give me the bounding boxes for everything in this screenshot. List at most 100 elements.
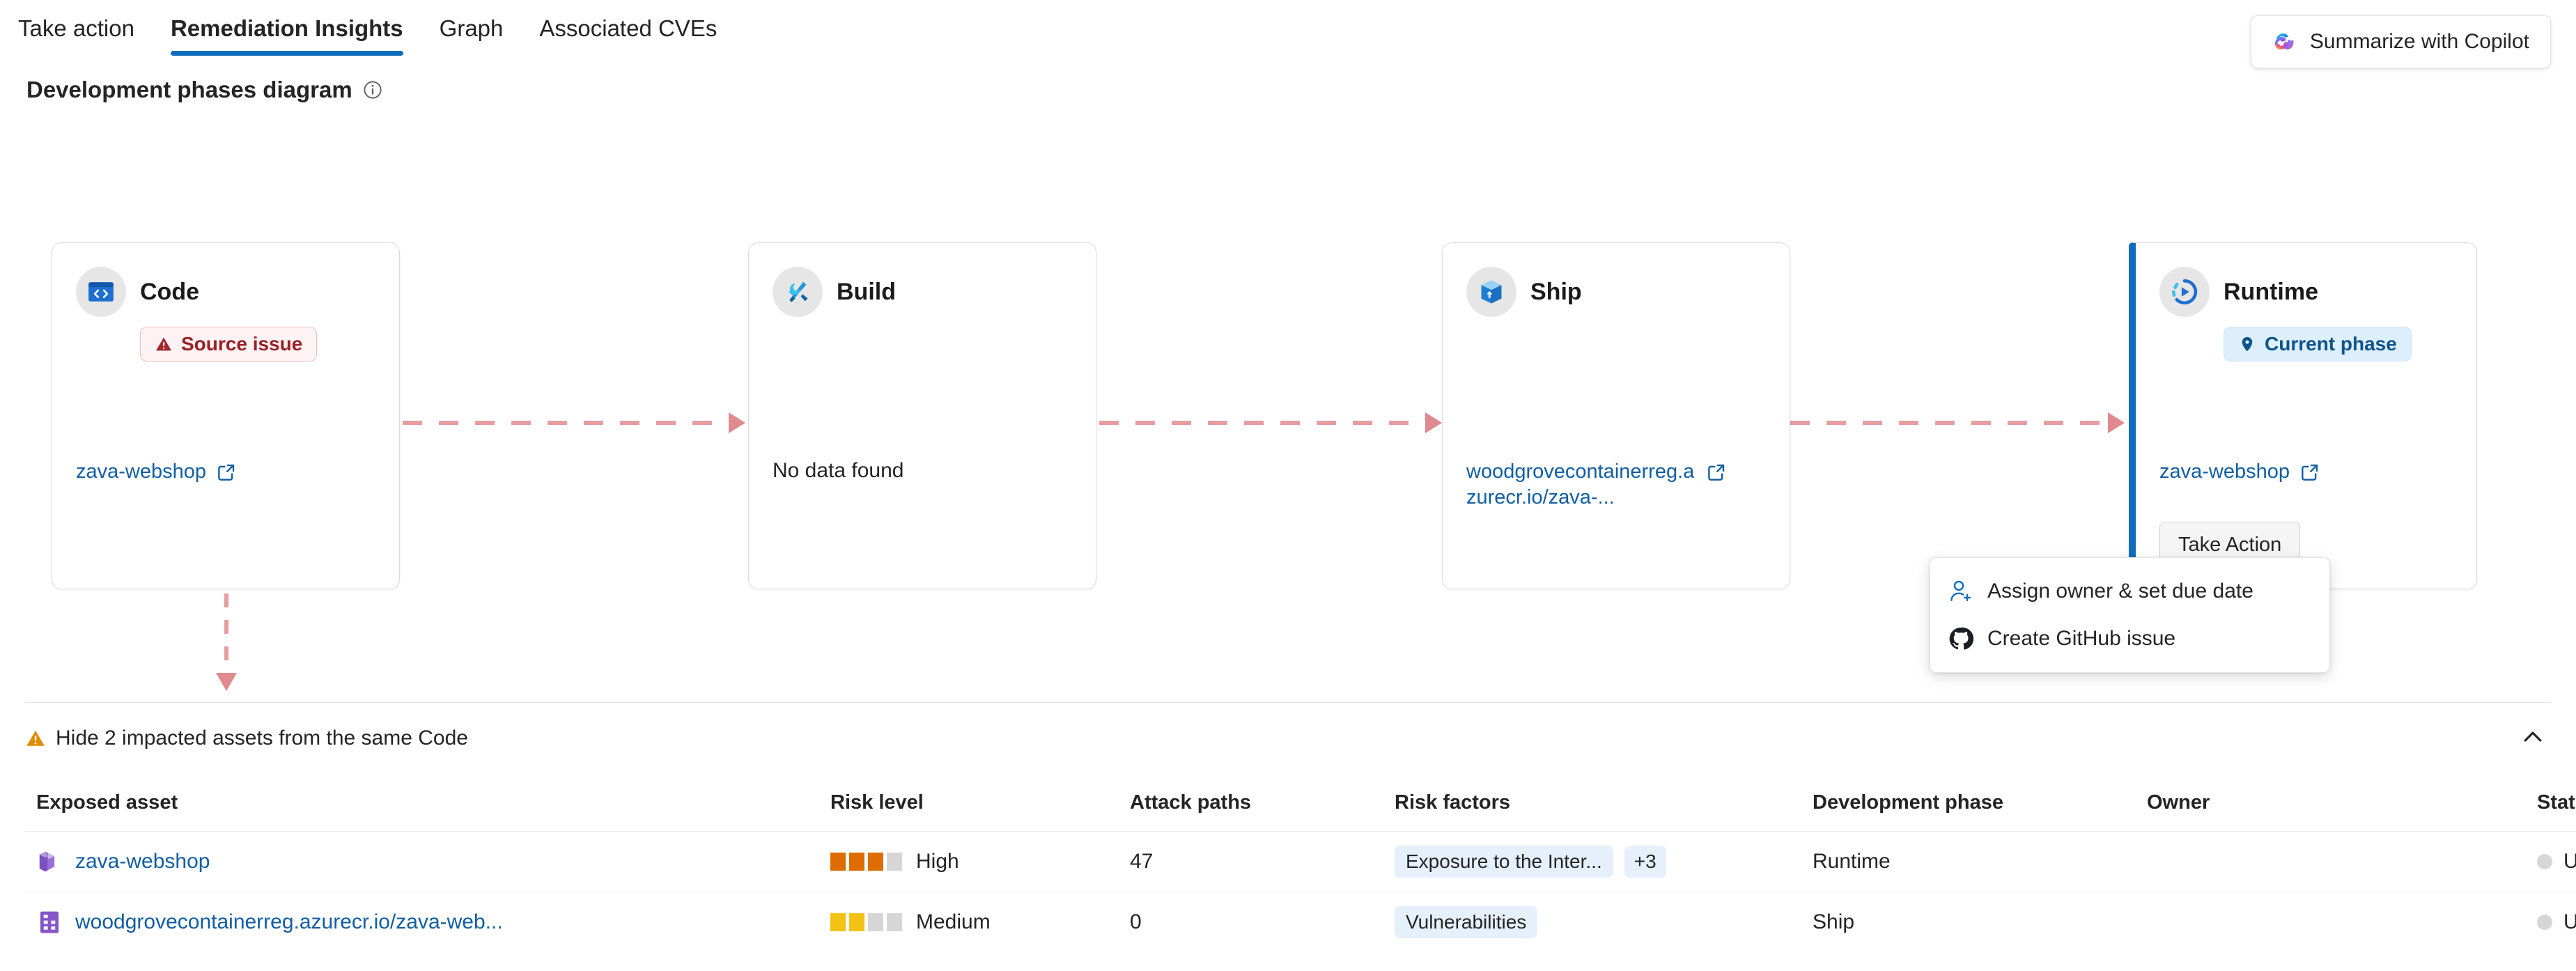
phase-link-ship[interactable]: woodgrovecontainerreg.azurecr.io/zava-..… — [1466, 459, 1766, 511]
impacted-assets-table: Exposed asset Risk level Attack paths Ri… — [25, 786, 2576, 952]
phase-name-runtime: Runtime — [2224, 278, 2318, 305]
cube-purple-icon — [39, 851, 55, 872]
cell-status: Unassigned — [2526, 892, 2576, 952]
cell-exposed-asset: zava-webshop — [25, 831, 819, 892]
menu-item-create-github-issue[interactable]: Create GitHub issue — [1930, 615, 2329, 662]
phase-header-code: Code — [76, 267, 375, 317]
phase-name-ship: Ship — [1530, 278, 1582, 305]
tab-take-action[interactable]: Take action — [18, 15, 134, 41]
menu-item-create-github-issue-label: Create GitHub issue — [1987, 627, 2176, 650]
phase-link-text-ship: woodgrovecontainerreg.azurecr.io/zava-..… — [1466, 460, 1695, 509]
tab-strip: Take action Remediation Insights Graph A… — [0, 0, 2576, 57]
phase-link-text-runtime: zava-webshop — [2159, 460, 2290, 483]
asset-link[interactable]: zava-webshop — [75, 850, 210, 873]
cell-owner — [2136, 831, 2526, 892]
development-phases-diagram: Code Source issue zava-webshop — [52, 242, 2477, 691]
column-header-exposed-asset[interactable]: Exposed asset — [36, 791, 178, 814]
cell-development-phase: Ship — [1801, 892, 2136, 952]
summarize-with-copilot-button[interactable]: Summarize with Copilot — [2250, 15, 2551, 68]
take-action-context-menu: Assign owner & set due date Create GitHu… — [1930, 557, 2330, 673]
copilot-label: Summarize with Copilot — [2309, 30, 2529, 53]
tab-associated-cves[interactable]: Associated CVEs — [539, 15, 717, 41]
status-badge: Unassigned — [2563, 910, 2576, 933]
code-window-icon — [76, 267, 126, 317]
external-link-icon — [218, 464, 235, 481]
source-issue-label: Source issue — [181, 333, 303, 355]
phase-name-code: Code — [140, 278, 199, 305]
table-row[interactable]: zava-webshop High 47 Exposure to the Int… — [25, 831, 2576, 892]
connector-line — [1790, 421, 2109, 425]
risk-level-label: High — [916, 850, 959, 873]
phase-card-code[interactable]: Code Source issue zava-webshop — [52, 242, 400, 589]
warning-triangle-icon — [155, 337, 172, 351]
person-add-icon — [1950, 580, 1971, 602]
external-link-icon — [2302, 464, 2318, 481]
tab-graph[interactable]: Graph — [439, 15, 504, 41]
connector-line — [1099, 421, 1427, 425]
phase-badge-row-runtime: Current phase — [2159, 327, 2453, 362]
connector-line-vertical — [224, 593, 228, 673]
status-badge-source-issue: Source issue — [140, 327, 318, 362]
runtime-play-icon — [2159, 267, 2210, 317]
column-header-attack-paths[interactable]: Attack paths — [1130, 791, 1252, 814]
connector-code-to-assets — [216, 593, 237, 691]
cell-exposed-asset: woodgrovecontainerreg.azurecr.io/zava-we… — [25, 892, 819, 952]
column-header-status[interactable]: Status — [2537, 791, 2576, 814]
impacted-assets-header: Hide 2 impacted assets from the same Cod… — [25, 717, 2551, 759]
risk-level-bars — [830, 913, 902, 931]
hide-impacted-assets-label: Hide 2 impacted assets from the same Cod… — [56, 727, 468, 749]
phase-name-build: Build — [837, 278, 896, 305]
cell-attack-paths: 0 — [1119, 892, 1383, 952]
connector-line — [403, 421, 730, 425]
cell-risk-level: Medium — [819, 892, 1119, 952]
risk-factor-pill[interactable]: Exposure to the Inter... — [1395, 846, 1613, 878]
assets-section-divider — [25, 702, 2551, 703]
phase-header-build: Build — [773, 267, 1072, 317]
cell-risk-level: High — [819, 831, 1119, 892]
cell-risk-factors: Exposure to the Inter... +3 — [1383, 831, 1801, 892]
cell-status: Unassigned — [2526, 831, 2576, 892]
table-header-row: Exposed asset Risk level Attack paths Ri… — [25, 786, 2576, 832]
external-link-icon — [1708, 464, 1725, 481]
phase-link-code[interactable]: zava-webshop — [76, 459, 375, 485]
risk-level-label: Medium — [916, 910, 991, 933]
connector-arrowhead — [1425, 412, 1442, 433]
risk-factor-more-pill[interactable]: +3 — [1624, 846, 1666, 878]
registry-purple-icon — [40, 911, 59, 933]
info-icon[interactable] — [362, 79, 383, 100]
phase-card-runtime[interactable]: Runtime Current phase zava-webshop Take … — [2129, 242, 2477, 589]
connector-arrowhead — [2108, 412, 2125, 433]
phase-card-build[interactable]: Build No data found — [748, 242, 1096, 589]
phase-header-ship: Ship — [1466, 267, 1766, 317]
column-header-development-phase[interactable]: Development phase — [1813, 791, 2003, 814]
phase-badge-row-code: Source issue — [76, 327, 375, 362]
cell-development-phase: Runtime — [1801, 831, 2136, 892]
tab-remediation-insights[interactable]: Remediation Insights — [153, 0, 421, 56]
connector-code-to-build — [403, 412, 745, 433]
phase-header-runtime: Runtime — [2159, 267, 2453, 317]
phase-link-text-code: zava-webshop — [76, 460, 206, 483]
menu-item-assign-owner[interactable]: Assign owner & set due date — [1930, 568, 2329, 615]
hide-impacted-assets-toggle[interactable]: Hide 2 impacted assets from the same Cod… — [25, 727, 468, 750]
table-row[interactable]: woodgrovecontainerreg.azurecr.io/zava-we… — [25, 892, 2576, 952]
connector-arrowhead-down — [216, 673, 237, 691]
status-badge-current-phase: Current phase — [2224, 327, 2412, 362]
section-title-text: Development phases diagram — [26, 77, 352, 102]
column-header-risk-factors[interactable]: Risk factors — [1395, 791, 1511, 814]
page-title: Development phases diagram — [26, 77, 383, 103]
warning-triangle-icon — [26, 731, 45, 746]
connector-build-to-ship — [1099, 412, 1442, 433]
tools-icon — [773, 267, 823, 317]
current-phase-label: Current phase — [2265, 333, 2397, 355]
cell-owner — [2136, 892, 2526, 952]
phase-link-runtime[interactable]: zava-webshop — [2159, 459, 2453, 485]
asset-link[interactable]: woodgrovecontainerreg.azurecr.io/zava-we… — [75, 910, 503, 933]
risk-factor-pill[interactable]: Vulnerabilities — [1395, 906, 1538, 938]
column-header-risk-level[interactable]: Risk level — [830, 791, 924, 814]
location-pin-icon — [2242, 336, 2253, 351]
status-dot-icon — [2537, 854, 2552, 869]
chevron-up-icon[interactable] — [2519, 723, 2547, 751]
phase-no-data-build: No data found — [773, 459, 904, 482]
phase-card-ship[interactable]: Ship woodgrovecontainerreg.azurecr.io/za… — [1442, 242, 1790, 589]
column-header-owner[interactable]: Owner — [2147, 791, 2210, 814]
